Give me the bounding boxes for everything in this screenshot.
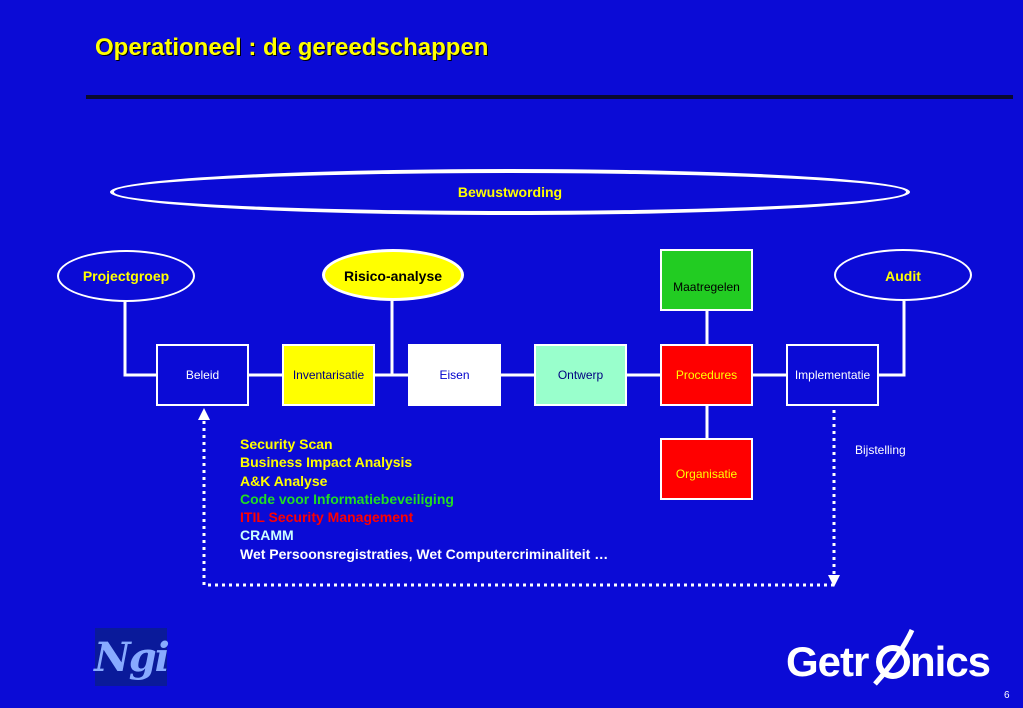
step-inventarisatie: Inventarisatie [282, 344, 375, 406]
maatregelen-box: Maatregelen [660, 249, 753, 311]
step-ontwerp: Ontwerp [534, 344, 627, 406]
ngi-logo: Ngi [94, 628, 170, 686]
awareness-oval: Bewustwording [110, 169, 910, 215]
connector-implementatie-audit [879, 301, 906, 377]
step-beleid: Beleid [156, 344, 249, 406]
risk-analysis-oval: Risico-analyse [322, 249, 464, 301]
tool-item: Code voor Informatiebeveiliging [240, 490, 454, 507]
svg-text:nics: nics [910, 638, 990, 685]
projectgroep-oval: Projectgroep [57, 250, 195, 302]
tool-item: Business Impact Analysis [240, 454, 413, 471]
step-procedures: Procedures [660, 344, 753, 406]
title-divider [86, 95, 1013, 99]
step-eisen: Eisen [408, 344, 501, 406]
page-number: 6 [1004, 690, 1010, 701]
organisatie-box: Organisatie [660, 438, 753, 500]
tool-item: Wet Persoonsregistraties, Wet Computercr… [240, 545, 609, 562]
tools-list: Security Scan Business Impact Analysis A… [240, 435, 608, 563]
tool-item: ITIL Security Management [240, 509, 414, 526]
feedback-arrow-down [828, 575, 840, 587]
slide-title: Operationeel : de gereedschappen [95, 34, 489, 61]
svg-text:Getr: Getr [786, 638, 869, 685]
ngi-logo-text: Ngi [94, 633, 170, 681]
tool-item: CRAMM [240, 527, 294, 544]
getronics-logo: Getr nics [786, 628, 991, 686]
feedback-arrow-up [198, 408, 210, 420]
audit-oval: Audit [834, 249, 972, 301]
tool-item: A&K Analyse [240, 472, 328, 489]
tool-item: Security Scan [240, 436, 333, 452]
feedback-label: Bijstelling [855, 443, 906, 457]
feedback-loop-line [202, 410, 836, 587]
connector-projectgroep-beleid [123, 301, 156, 377]
step-implementatie: Implementatie [786, 344, 879, 406]
